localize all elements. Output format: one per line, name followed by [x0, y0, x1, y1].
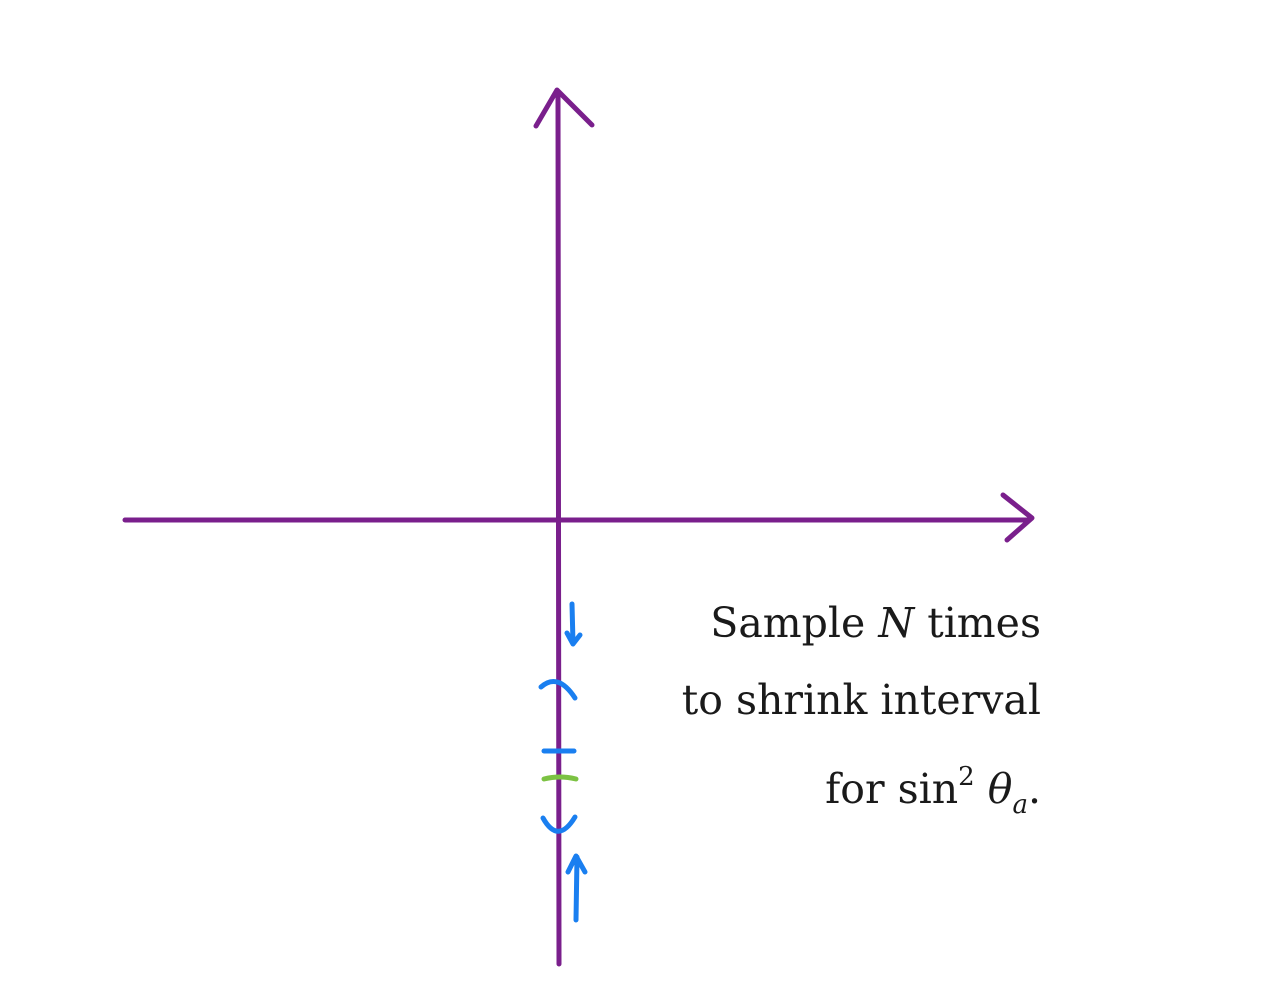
axes	[122, 87, 1035, 967]
caption-exponent: 2	[958, 762, 975, 792]
x-axis-arrowhead	[1000, 492, 1035, 543]
caption-variable-n: N	[878, 599, 915, 647]
arrow-up-icon	[565, 853, 588, 923]
caption-line-1-pre: Sample	[710, 599, 879, 647]
estimate-mark	[541, 774, 579, 782]
caption-line-3-pre: for sin	[825, 765, 959, 813]
upper-bracket-mark	[538, 679, 578, 701]
caption-line-1-post: times	[914, 599, 1041, 647]
y-axis-line	[555, 89, 562, 967]
interval-marks	[538, 601, 588, 923]
caption-line-2: to shrink interval	[681, 676, 1041, 724]
caption-period: .	[1027, 765, 1041, 813]
lower-bracket-mark	[540, 814, 578, 834]
caption-line-3: for sin2 θa.	[682, 739, 1041, 844]
caption-theta: θ	[974, 765, 1013, 813]
caption-subscript: a	[1012, 790, 1028, 820]
caption-text: Sample N times to shrink interval for si…	[682, 585, 1041, 844]
arrow-down-icon	[564, 601, 583, 647]
caption-line-1: Sample N times	[682, 585, 1041, 662]
y-axis-arrowhead	[533, 87, 595, 129]
